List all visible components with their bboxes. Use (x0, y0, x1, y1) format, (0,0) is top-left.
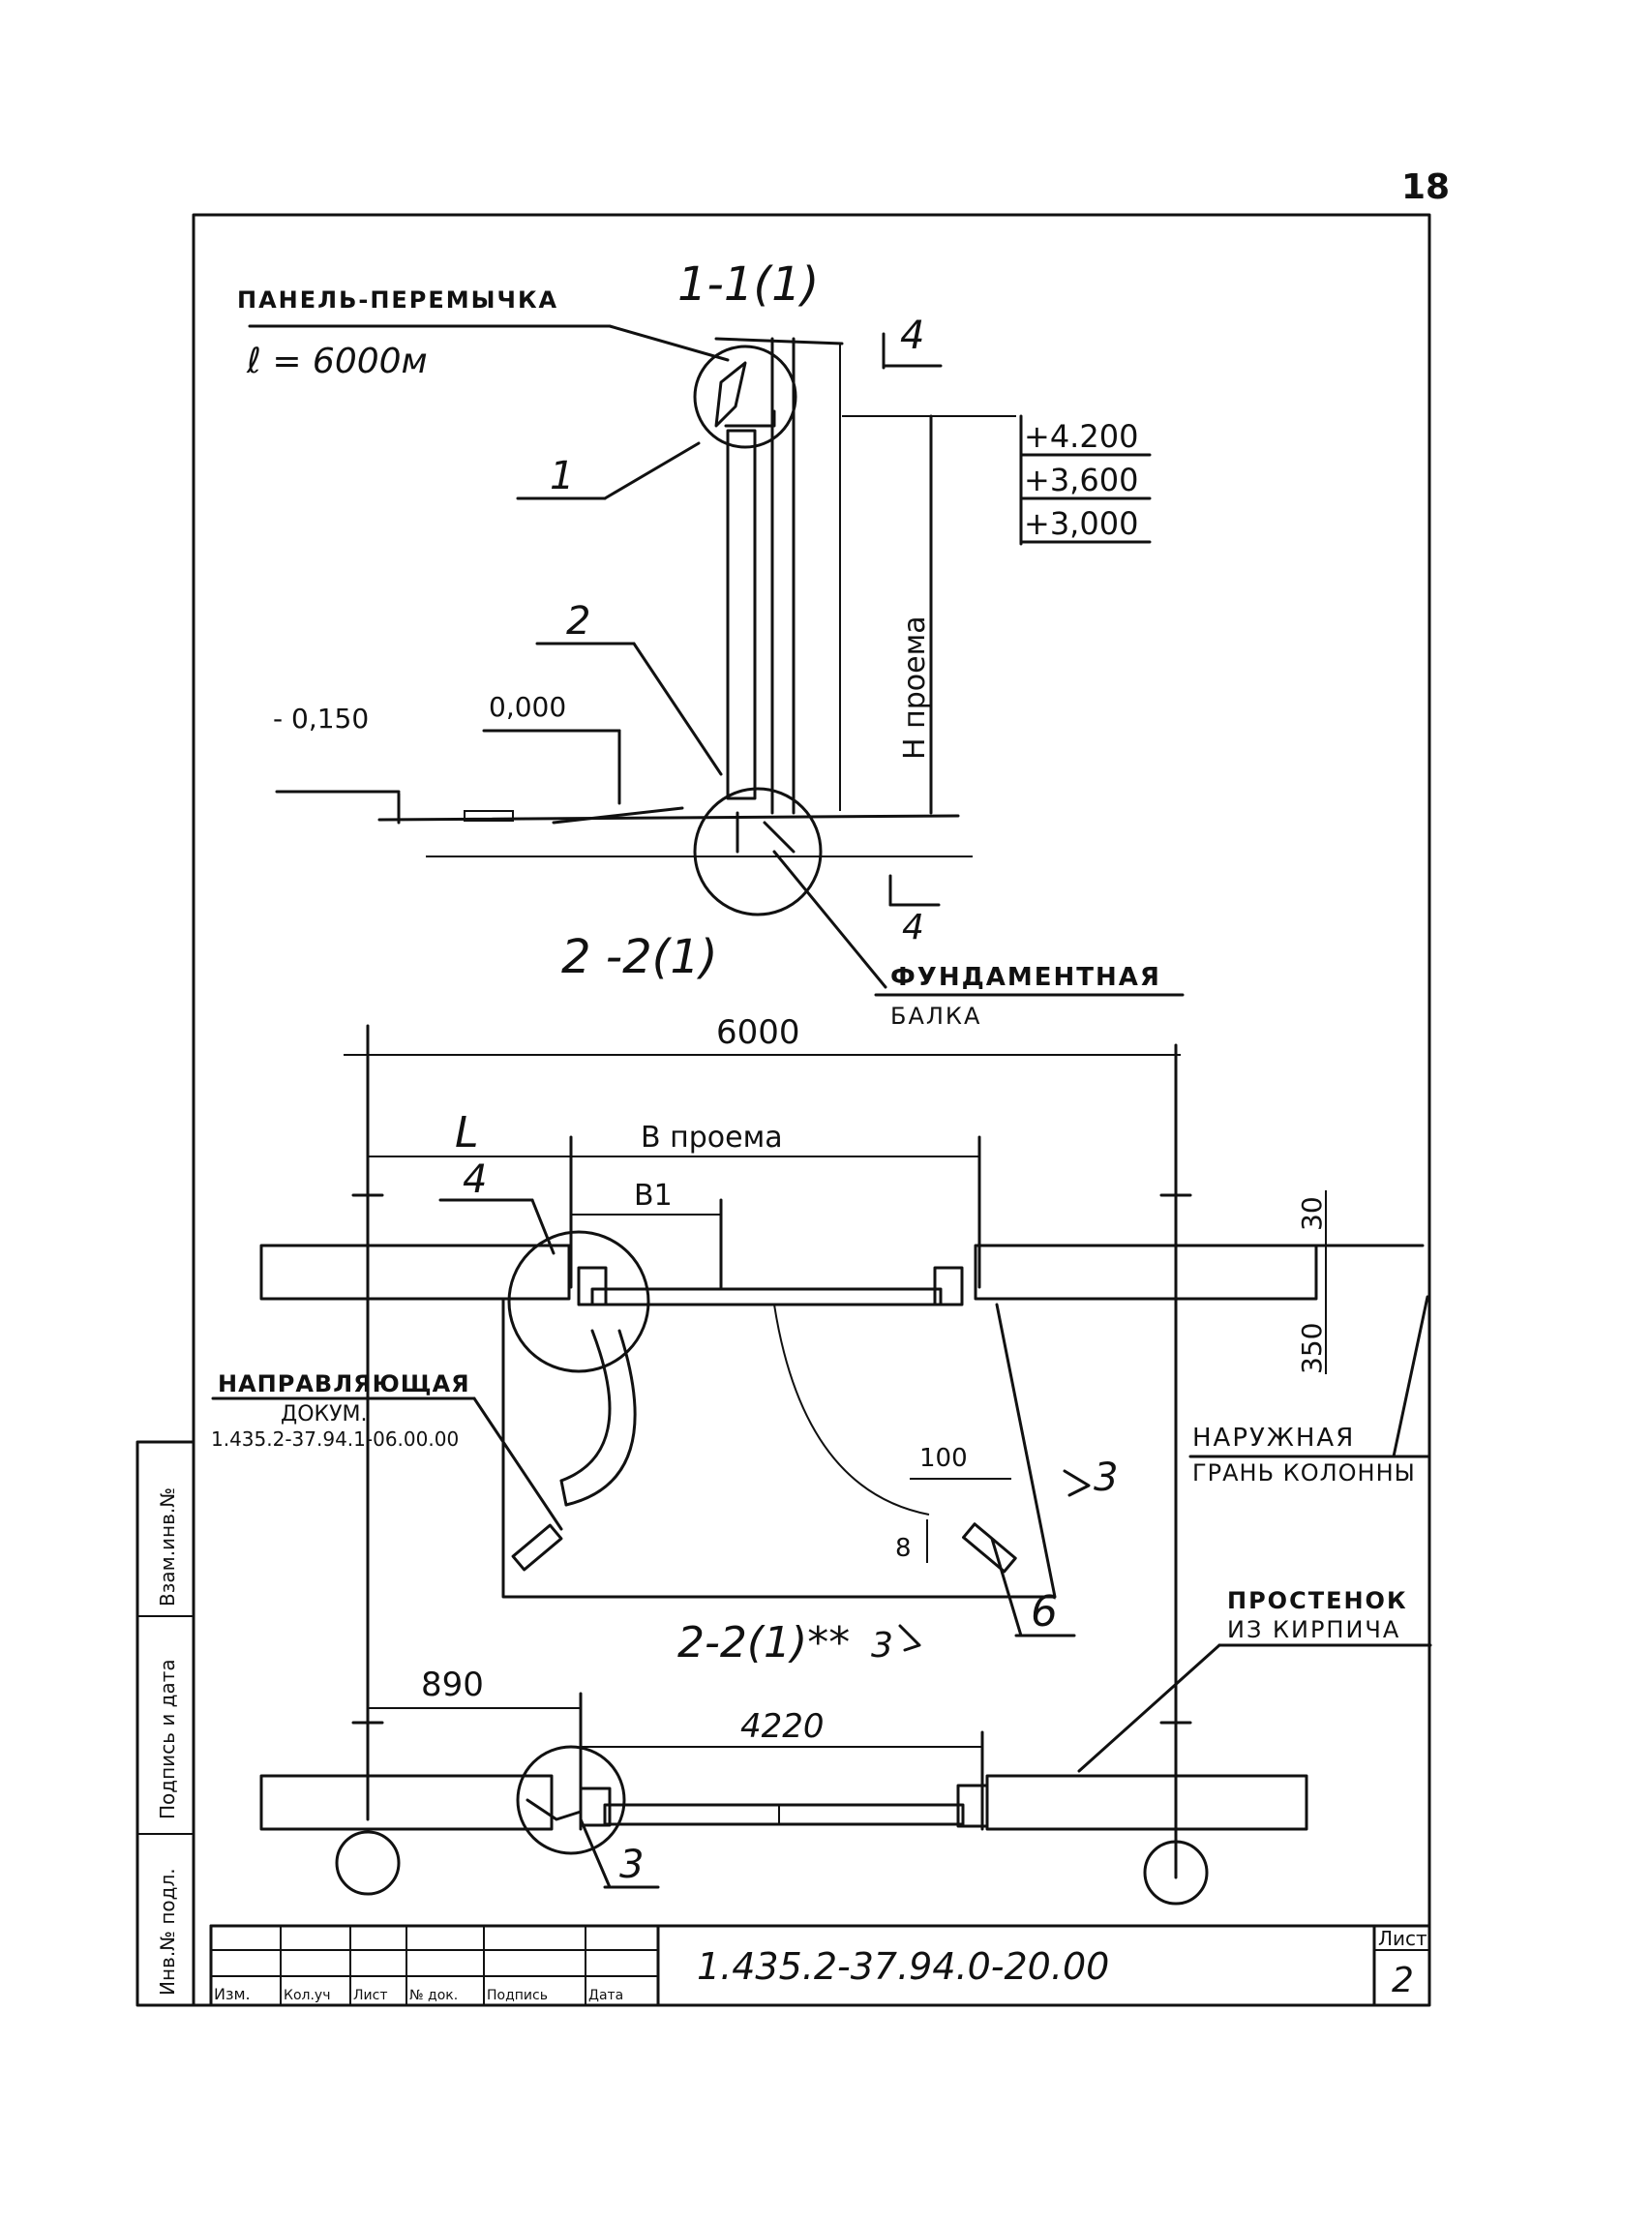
brick-wall-right (985, 1774, 1308, 1831)
column-marker-left-2 (351, 1721, 384, 1821)
column-circle-right (1143, 1840, 1209, 1906)
guide-label-3: 1.435.2-37.94.1-06.00.00 (211, 1427, 459, 1451)
dim-b-label: B проема (641, 1121, 783, 1155)
detail-4-top: 4 (900, 314, 924, 358)
dim-8: 8 (895, 1534, 912, 1563)
col-kol: Кол.уч (284, 1988, 330, 2003)
gate-leaf-2 (603, 1803, 965, 1826)
sheet-frame (192, 213, 1431, 2007)
col-list: Лист (353, 1988, 387, 2003)
brick-wall-left (259, 1774, 554, 1831)
swing-arc (773, 1304, 930, 1516)
wall-panel (726, 429, 757, 800)
leader-6-label: 6 (1031, 1587, 1058, 1636)
column-marker-left (351, 1193, 384, 1236)
foundation-label-1: ФУНДАМЕНТНАЯ (890, 963, 1161, 992)
h-opening-label: H проема (898, 616, 932, 760)
side-label-vzam: Взам.инв.№ (156, 1487, 179, 1606)
section-2-2b-mark: 3 (871, 1626, 893, 1666)
detail-circle-4 (507, 1230, 650, 1373)
mark-3-label: 3 (1094, 1456, 1118, 1500)
dim-4220: 4220 (740, 1707, 825, 1746)
guide-label-1: НАПРАВЛЯЮЩАЯ (218, 1370, 470, 1397)
leader-3-label: 3 (619, 1843, 644, 1887)
side-stamp-frame (135, 1440, 195, 2007)
dim-100: 100 (919, 1444, 968, 1473)
gate-leaf (590, 1287, 943, 1306)
dim-30: 30 (1296, 1196, 1328, 1231)
leader-2-label: 2 (566, 599, 590, 644)
title-block (209, 1924, 1431, 2007)
col-sign: Подпись (487, 1988, 548, 2003)
detail-circle-foundation (693, 787, 823, 916)
foundation-label-2: БАЛКА (890, 1003, 981, 1030)
dim-350: 350 (1296, 1323, 1328, 1374)
sheet-label: Лист (1378, 1927, 1427, 1950)
detail-circle-3 (516, 1745, 626, 1855)
col-date: Дата (588, 1988, 623, 2003)
col-doc: № док. (409, 1988, 458, 2003)
callout-panel: ПАНЕЛЬ-ПЕРЕМЫЧКА (237, 286, 558, 314)
guide-arc-outer (559, 1329, 612, 1483)
leader-1-label: 1 (550, 454, 574, 498)
guide-label-2: ДОКУМ. (281, 1402, 368, 1426)
dim-l-label: L (455, 1108, 479, 1157)
section-2-2-title: 2 -2(1) (561, 930, 718, 984)
elevation-3600: +3,600 (1024, 462, 1138, 498)
brick-label-2: ИЗ КИРПИЧА (1227, 1616, 1400, 1643)
column-circle-left (335, 1830, 401, 1896)
elevation-3000: +3,000 (1024, 505, 1138, 542)
column-marker-right (1159, 1193, 1192, 1236)
outer-face-label-1: НАРУЖНАЯ (1192, 1424, 1355, 1453)
wall-left (259, 1244, 571, 1301)
section-2-2b-title: 2-2(1)** (677, 1618, 850, 1667)
sheet-number: 2 (1392, 1961, 1414, 2000)
document-code: 1.435.2-37.94.0-20.00 (697, 1945, 1109, 1988)
detail-4-bottom: 4 (902, 908, 924, 947)
dim-b1-label: B1 (634, 1179, 673, 1213)
wall-right (974, 1244, 1318, 1301)
brick-label-1: ПРОСТЕНОК (1227, 1587, 1408, 1614)
section-1-1-title: 1-1(1) (677, 257, 819, 312)
side-label-sign: Подпись и дата (156, 1659, 179, 1819)
outer-face-label-2: ГРАНЬ КОЛОННЫ (1192, 1459, 1416, 1486)
callout-length: ℓ = 6000м (246, 342, 428, 381)
level-zero-label: 0,000 (489, 691, 566, 723)
side-label-inv: Инв.№ подл. (156, 1868, 179, 1996)
dim-890: 890 (421, 1666, 484, 1704)
page-number: 18 (1401, 167, 1450, 207)
dim-6000: 6000 (716, 1013, 800, 1052)
level-minus-label: - 0,150 (273, 703, 369, 735)
col-izm: Изм. (214, 1985, 251, 2003)
leader-4-label: 4 (463, 1157, 487, 1202)
detail-circle-1 (693, 345, 797, 449)
elevation-4200: +4.200 (1024, 418, 1138, 455)
